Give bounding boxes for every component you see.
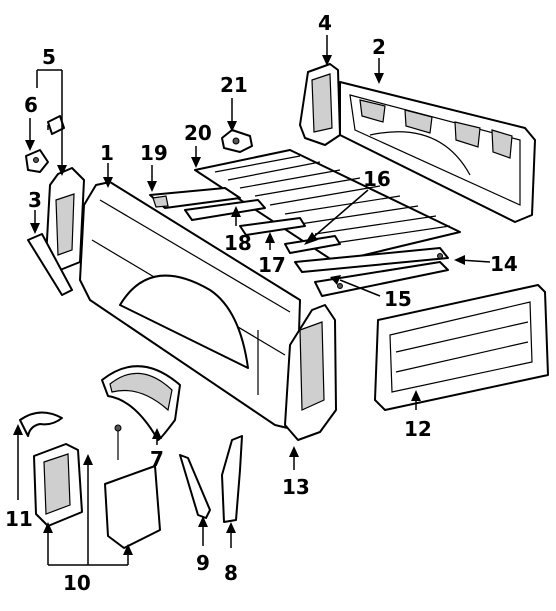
- callout-21: 21: [220, 73, 248, 97]
- callout-11: 11: [5, 507, 33, 531]
- part-5-bracket: [45, 115, 85, 271]
- callout-8: 8: [224, 561, 238, 585]
- callout-16: 16: [363, 167, 391, 191]
- part-9-brace: [179, 454, 211, 519]
- callout-17: 17: [258, 253, 286, 277]
- part-18-sill: [184, 199, 266, 221]
- part-2-front-panel: [339, 81, 536, 223]
- part-12-tailgate: [374, 284, 549, 411]
- callout-1: 1: [100, 141, 114, 165]
- part-19-crossmember: [149, 187, 241, 209]
- part-3-corner-cap: [27, 233, 73, 296]
- part-4-front-pillar: [299, 63, 341, 146]
- callout-10: 10: [63, 571, 91, 595]
- part-6-clip: [25, 149, 49, 173]
- callout-4: 4: [318, 11, 332, 35]
- part-13-rear-pillar: [284, 304, 337, 441]
- leader-lines: [13, 35, 491, 566]
- part-1-side-panel: [79, 181, 301, 431]
- part-11-trim: [19, 411, 63, 437]
- callout-2: 2: [372, 35, 386, 59]
- part-20-bed-floor: [194, 149, 461, 263]
- callout-numbers: 1 2 3 4 5 6 7 8 9 10 11 12 13 14 15 16 1…: [5, 11, 518, 595]
- callout-12: 12: [404, 417, 432, 441]
- part-16-crossmember: [284, 235, 341, 254]
- callout-18: 18: [224, 231, 252, 255]
- callout-19: 19: [140, 141, 168, 165]
- callout-5: 5: [42, 45, 56, 69]
- part-21-bracket: [221, 129, 253, 153]
- part-7-wheelhouse: [101, 365, 181, 441]
- callout-14: 14: [490, 252, 518, 276]
- part-8-brace: [221, 435, 243, 523]
- callout-13: 13: [282, 475, 310, 499]
- part-10-shield: [33, 424, 161, 549]
- callout-7: 7: [150, 447, 164, 471]
- part-17-crossmember: [239, 217, 306, 236]
- part-14-rear-sill: [294, 247, 449, 273]
- callout-6: 6: [24, 93, 38, 117]
- callout-9: 9: [196, 551, 210, 575]
- callout-15: 15: [384, 287, 412, 311]
- callout-3: 3: [28, 188, 42, 212]
- callout-20: 20: [184, 121, 212, 145]
- part-15-rear-crossmember: [314, 261, 449, 297]
